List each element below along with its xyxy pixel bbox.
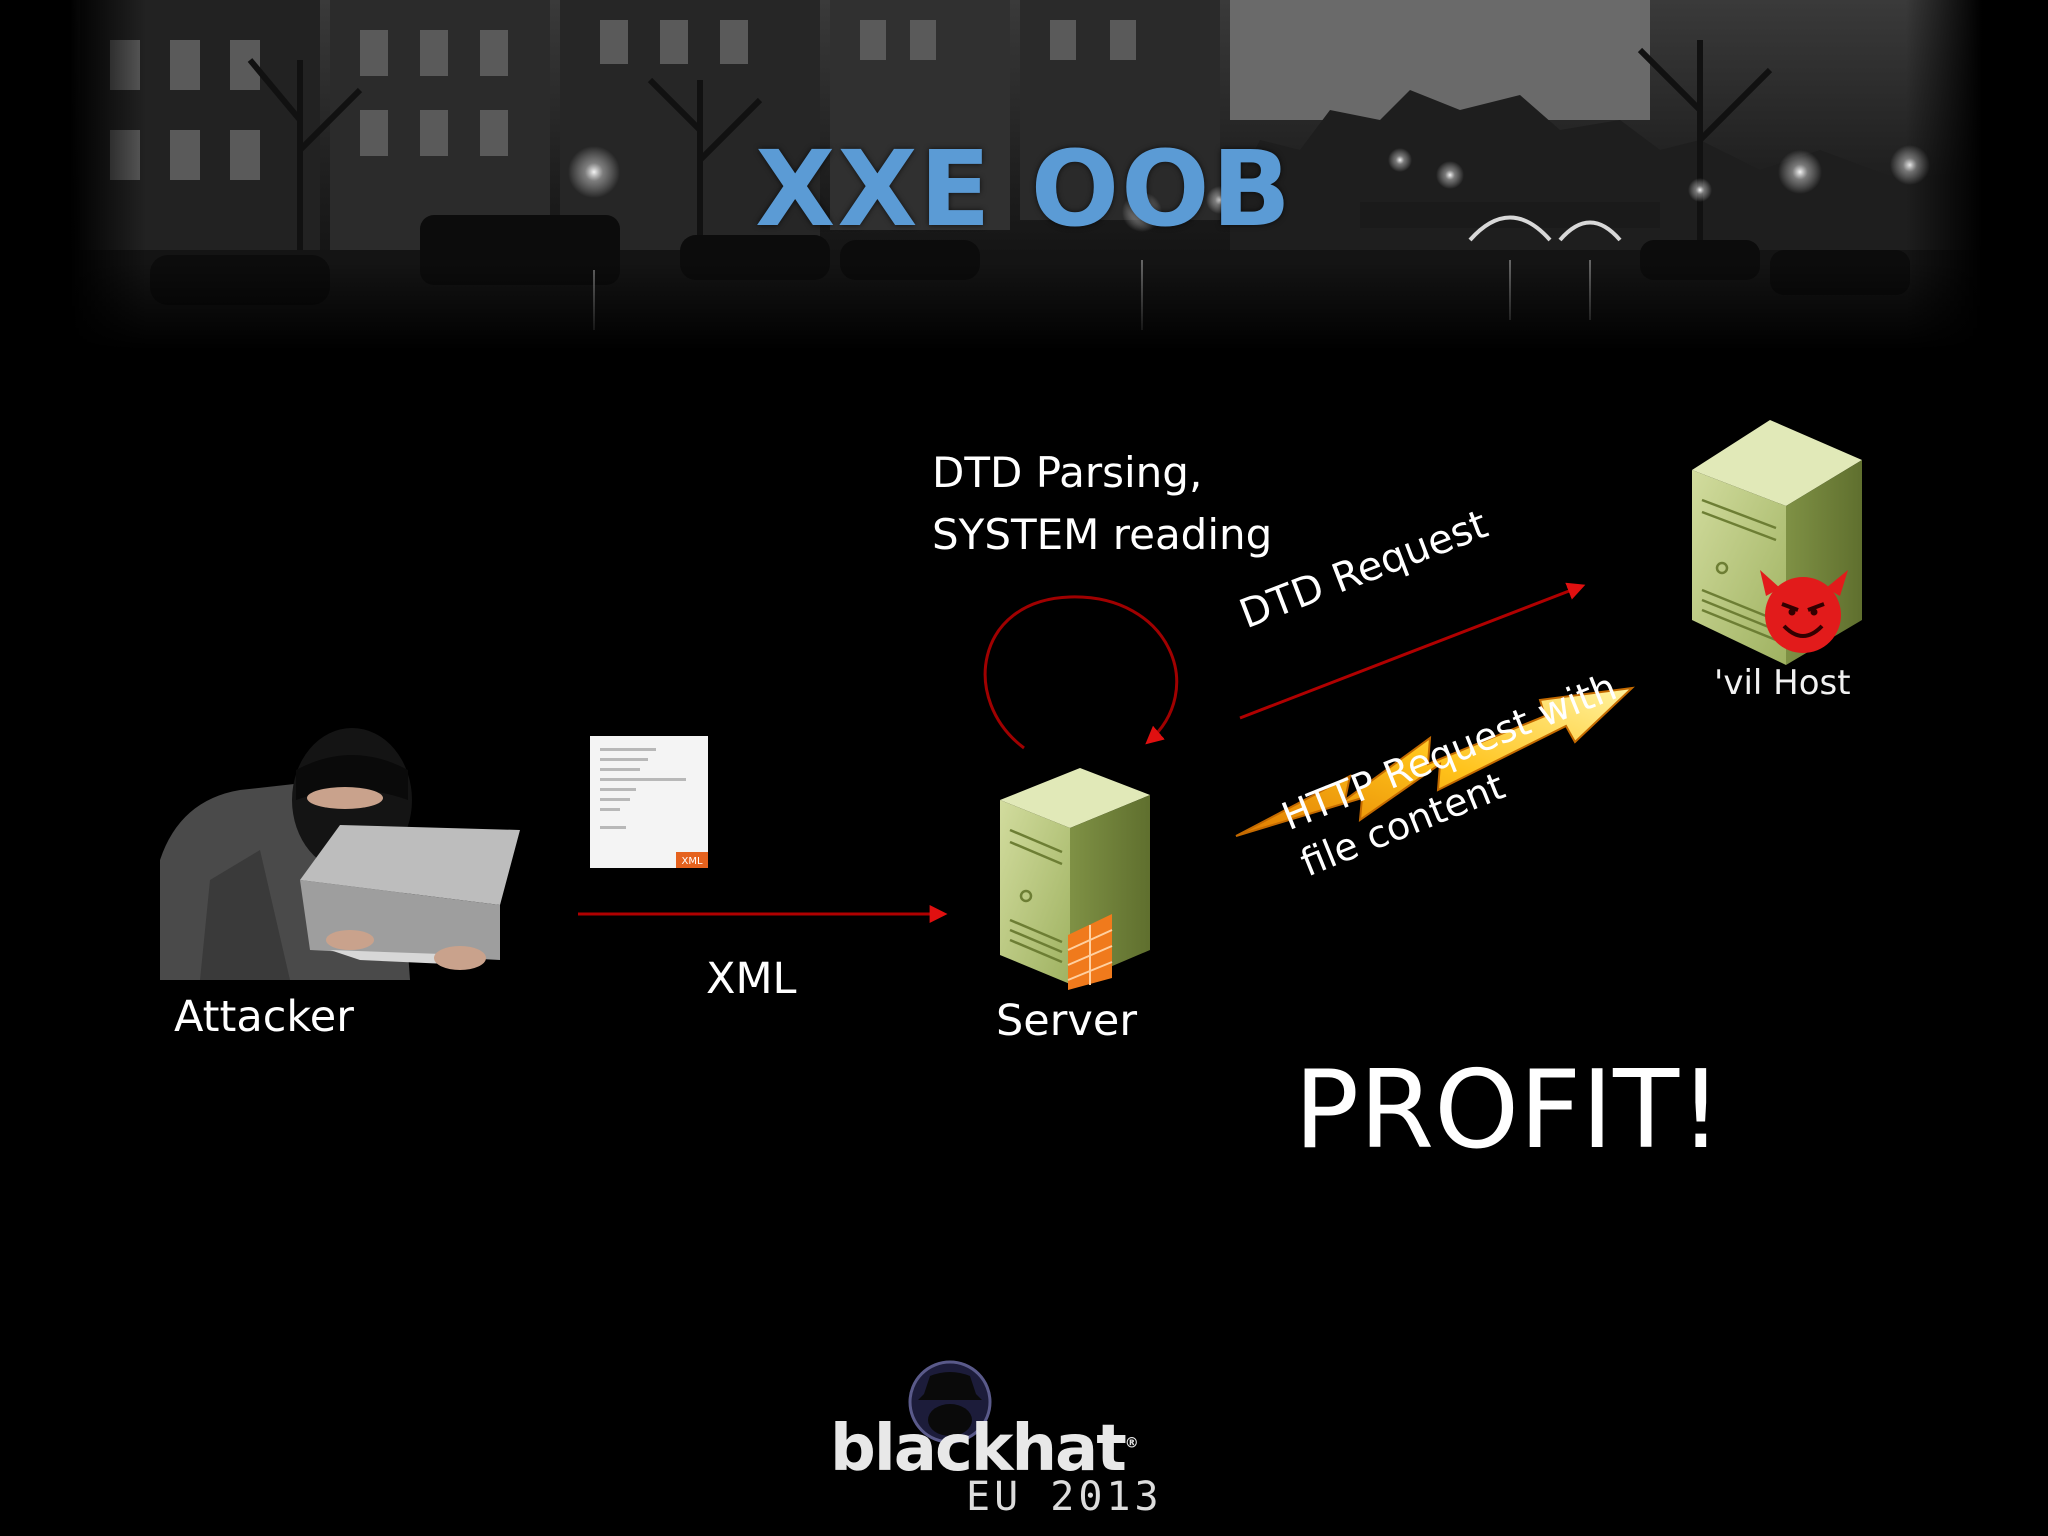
lightning-bolt-icon <box>1235 686 1635 837</box>
hooded-hacker-icon <box>160 728 520 980</box>
spy-hat-logo <box>908 1360 992 1444</box>
dtd-request-arrow <box>1239 582 1586 720</box>
xml-document-icon: XML <box>590 736 708 868</box>
attacker-label: Attacker <box>174 992 354 1042</box>
registered-mark: ® <box>1124 1435 1139 1452</box>
xml-edge-label: XML <box>706 954 797 1004</box>
server-label: Server <box>996 996 1138 1046</box>
blackhat-logo-text: blackhat® <box>830 1412 1139 1486</box>
evil-host-label: 'vil Host <box>1714 663 1851 703</box>
parsing-loop-arrow <box>983 595 1178 750</box>
profit-label: PROFIT! <box>1294 1048 1723 1173</box>
event-edition: EU 2013 <box>966 1474 1163 1520</box>
server-tower-icon <box>1000 768 1150 990</box>
slide-title: XXE OOB <box>755 128 1293 250</box>
brand-name: blackhat <box>830 1412 1127 1486</box>
banner-photo <box>70 0 1982 350</box>
dtd-parsing-label: DTD Parsing, SYSTEM reading <box>932 448 1273 559</box>
xml-doc-badge: XML <box>681 856 702 867</box>
server-with-devil-icon <box>1692 420 1862 665</box>
